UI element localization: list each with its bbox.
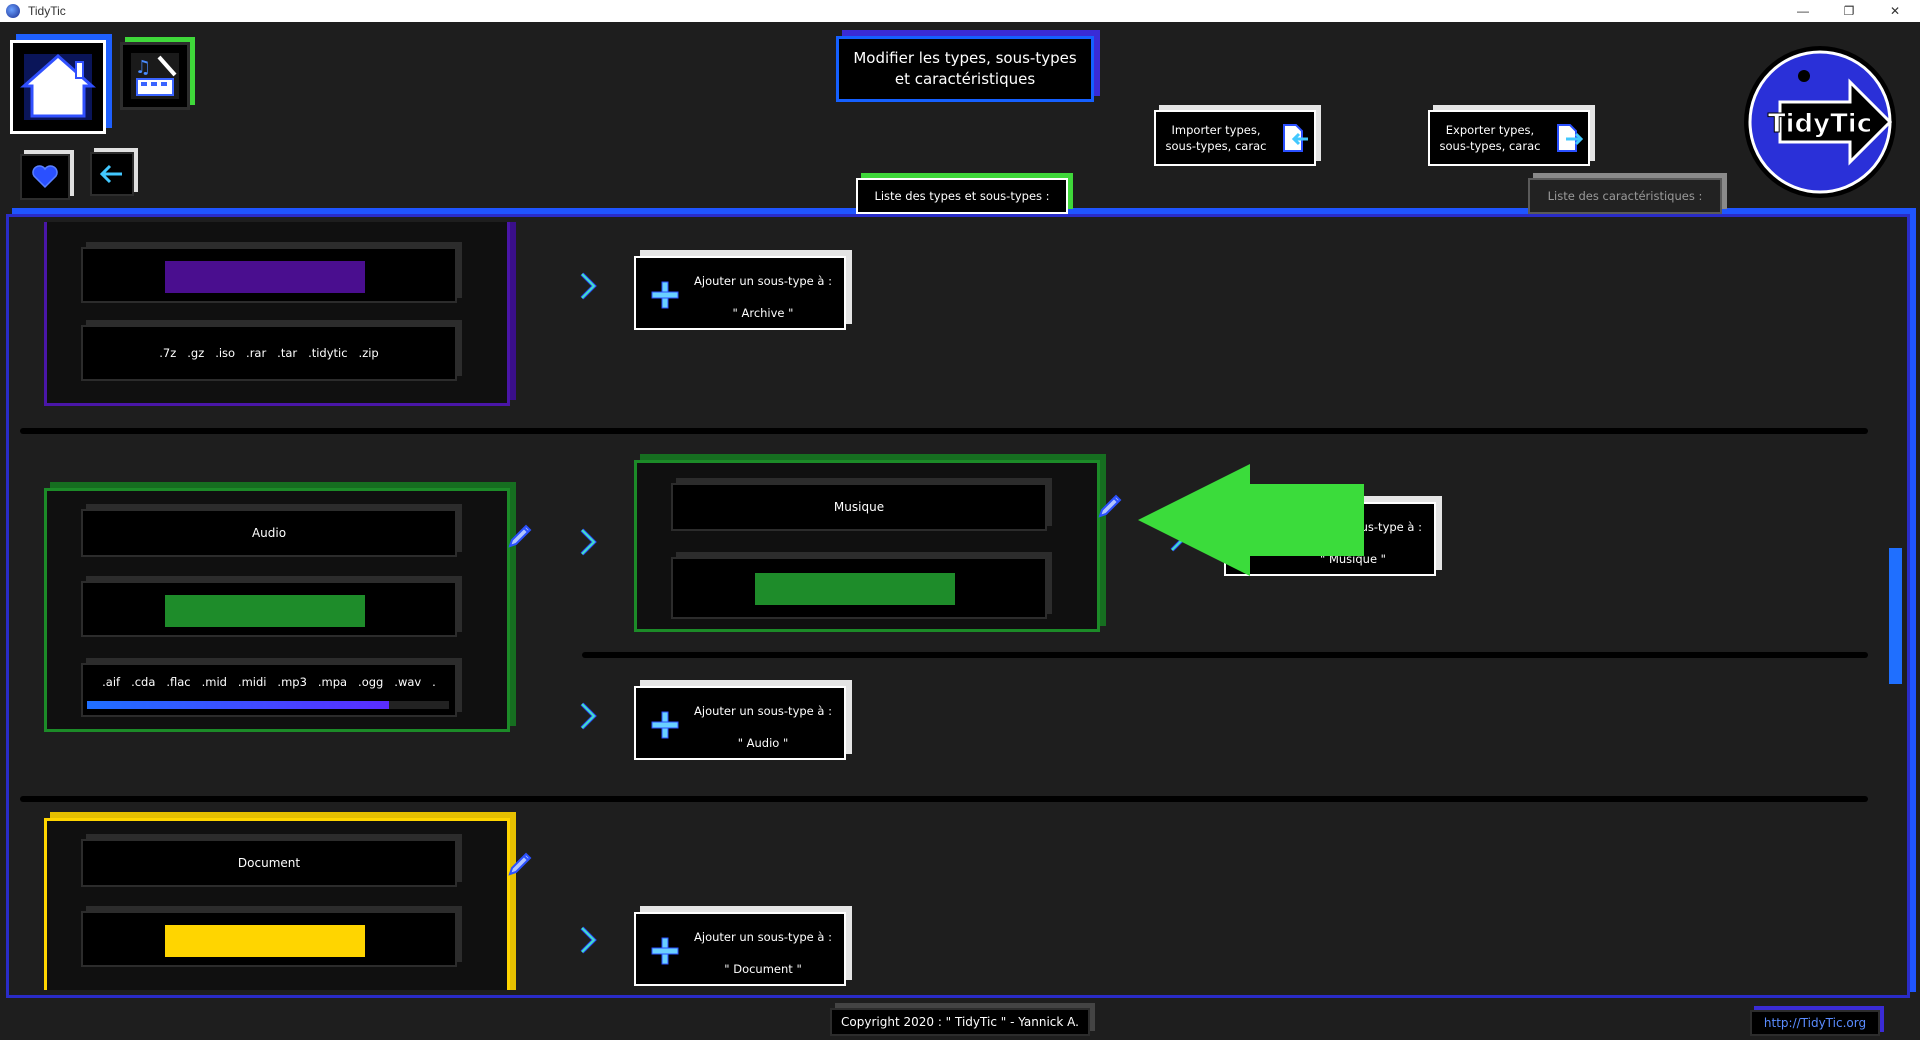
favorites-button[interactable] bbox=[20, 154, 70, 200]
type-card-audio: Audio .aif .cda .flac .mid .midi .mp3 .m… bbox=[44, 488, 510, 732]
home-icon bbox=[20, 53, 96, 120]
annotation-arrow-icon bbox=[1138, 464, 1364, 576]
type-card-archive: .7z .gz .iso .rar .tar .tidytic .zip bbox=[44, 222, 510, 406]
add-subtype-audio-button[interactable]: Ajouter un sous-type à : " Audio " bbox=[634, 686, 846, 760]
archive-extensions-row: .7z .gz .iso .rar .tar .tidytic .zip bbox=[81, 325, 457, 381]
export-file-icon bbox=[1557, 124, 1584, 152]
audio-extensions-scrollbar[interactable] bbox=[87, 701, 449, 709]
audio-extensions: .aif .cda .flac .mid .midi .mp3 .mpa .og… bbox=[102, 675, 436, 689]
tab-types[interactable]: Liste des types et sous-types : bbox=[856, 178, 1068, 214]
app-icon bbox=[6, 4, 20, 18]
home-button[interactable] bbox=[10, 40, 106, 134]
chevron-right-icon[interactable] bbox=[576, 924, 600, 956]
edit-pencil-icon[interactable] bbox=[506, 522, 534, 550]
audio-color-swatch bbox=[165, 595, 365, 627]
musique-color-row bbox=[671, 557, 1047, 619]
close-button[interactable]: ✕ bbox=[1889, 4, 1901, 18]
website-link-text: http://TidyTic.org bbox=[1763, 1016, 1867, 1030]
media-types-button[interactable]: ♫ bbox=[120, 42, 190, 110]
panel-scrollbar-thumb[interactable] bbox=[1889, 548, 1902, 684]
separator bbox=[20, 428, 1868, 434]
document-color-swatch bbox=[165, 925, 365, 957]
tidytic-logo: TidyTic bbox=[1740, 42, 1900, 202]
minimize-button[interactable]: — bbox=[1797, 4, 1809, 18]
tab-types-label: Liste des types et sous-types : bbox=[874, 189, 1050, 203]
audio-color-row bbox=[81, 581, 457, 637]
import-label-line2: sous-types, carac bbox=[1165, 139, 1267, 153]
add-subtype-target: " Document " bbox=[724, 962, 802, 976]
plus-icon bbox=[651, 937, 679, 965]
types-list-panel[interactable]: .7z .gz .iso .rar .tar .tidytic .zip Ajo… bbox=[12, 222, 1902, 990]
edit-pencil-icon[interactable] bbox=[1096, 492, 1124, 520]
media-icon: ♫ bbox=[131, 53, 179, 99]
archive-extensions: .7z .gz .iso .rar .tar .tidytic .zip bbox=[159, 346, 379, 360]
add-subtype-label: Ajouter un sous-type à : bbox=[694, 274, 832, 288]
add-subtype-archive-button[interactable]: Ajouter un sous-type à : " Archive " bbox=[634, 256, 846, 330]
musique-color-swatch bbox=[755, 573, 955, 605]
document-type-name: Document bbox=[237, 856, 301, 870]
plus-icon bbox=[651, 281, 679, 309]
add-subtype-label: Ajouter un sous-type à : bbox=[694, 704, 832, 718]
document-name-row: Document bbox=[81, 839, 457, 887]
audio-extensions-scroll-thumb[interactable] bbox=[87, 701, 389, 709]
import-label-line1: Importer types, bbox=[1171, 123, 1261, 137]
window-titlebar: TidyTic — ❐ ✕ bbox=[0, 0, 1920, 22]
logo-text: TidyTic bbox=[1768, 109, 1872, 139]
archive-color-row bbox=[81, 247, 457, 303]
svg-text:♫: ♫ bbox=[135, 57, 151, 78]
export-label-line2: sous-types, carac bbox=[1439, 139, 1541, 153]
heart-icon bbox=[32, 165, 58, 189]
add-subtype-target: " Audio " bbox=[737, 736, 789, 750]
audio-name-row: Audio bbox=[81, 509, 457, 557]
export-button[interactable]: Exporter types, sous-types, carac bbox=[1428, 110, 1590, 166]
tab-caracteristiques[interactable]: Liste des caractéristiques : bbox=[1528, 178, 1722, 214]
separator bbox=[20, 796, 1868, 802]
website-link[interactable]: http://TidyTic.org bbox=[1750, 1010, 1880, 1036]
type-card-document: Document bbox=[44, 818, 510, 990]
page-title-line1: Modifier les types, sous-types bbox=[853, 49, 1077, 67]
back-button[interactable] bbox=[90, 152, 134, 196]
musique-subtype-name: Musique bbox=[833, 500, 885, 514]
audio-type-name: Audio bbox=[251, 526, 287, 540]
export-label-line1: Exporter types, bbox=[1445, 123, 1535, 137]
edit-pencil-icon[interactable] bbox=[506, 850, 534, 878]
import-button[interactable]: Importer types, sous-types, carac bbox=[1154, 110, 1316, 166]
separator bbox=[582, 652, 1868, 658]
plus-icon bbox=[651, 711, 679, 739]
copyright-notice: Copyright 2020 : " TidyTic " - Yannick A… bbox=[830, 1008, 1090, 1036]
page-title-line2: et caractéristiques bbox=[894, 70, 1036, 88]
document-color-row bbox=[81, 911, 457, 967]
add-subtype-target: " Archive " bbox=[732, 306, 794, 320]
archive-color-swatch bbox=[165, 261, 365, 293]
copyright-text: Copyright 2020 : " TidyTic " - Yannick A… bbox=[841, 1015, 1079, 1029]
subtype-card-musique: Musique bbox=[634, 460, 1100, 632]
add-subtype-label: Ajouter un sous-type à : bbox=[694, 930, 832, 944]
tab-carac-label: Liste des caractéristiques : bbox=[1547, 189, 1703, 203]
import-file-icon bbox=[1283, 124, 1308, 152]
arrow-left-icon bbox=[99, 164, 122, 184]
musique-name-row: Musique bbox=[671, 483, 1047, 531]
chevron-right-icon[interactable] bbox=[576, 270, 600, 302]
chevron-right-icon[interactable] bbox=[576, 526, 600, 558]
add-subtype-document-button[interactable]: Ajouter un sous-type à : " Document " bbox=[634, 912, 846, 986]
chevron-right-icon[interactable] bbox=[576, 700, 600, 732]
window-title: TidyTic bbox=[28, 4, 66, 18]
restore-button[interactable]: ❐ bbox=[1843, 4, 1855, 18]
audio-extensions-row: .aif .cda .flac .mid .midi .mp3 .mpa .og… bbox=[81, 663, 457, 717]
page-title: Modifier les types, sous-types et caract… bbox=[836, 36, 1094, 102]
